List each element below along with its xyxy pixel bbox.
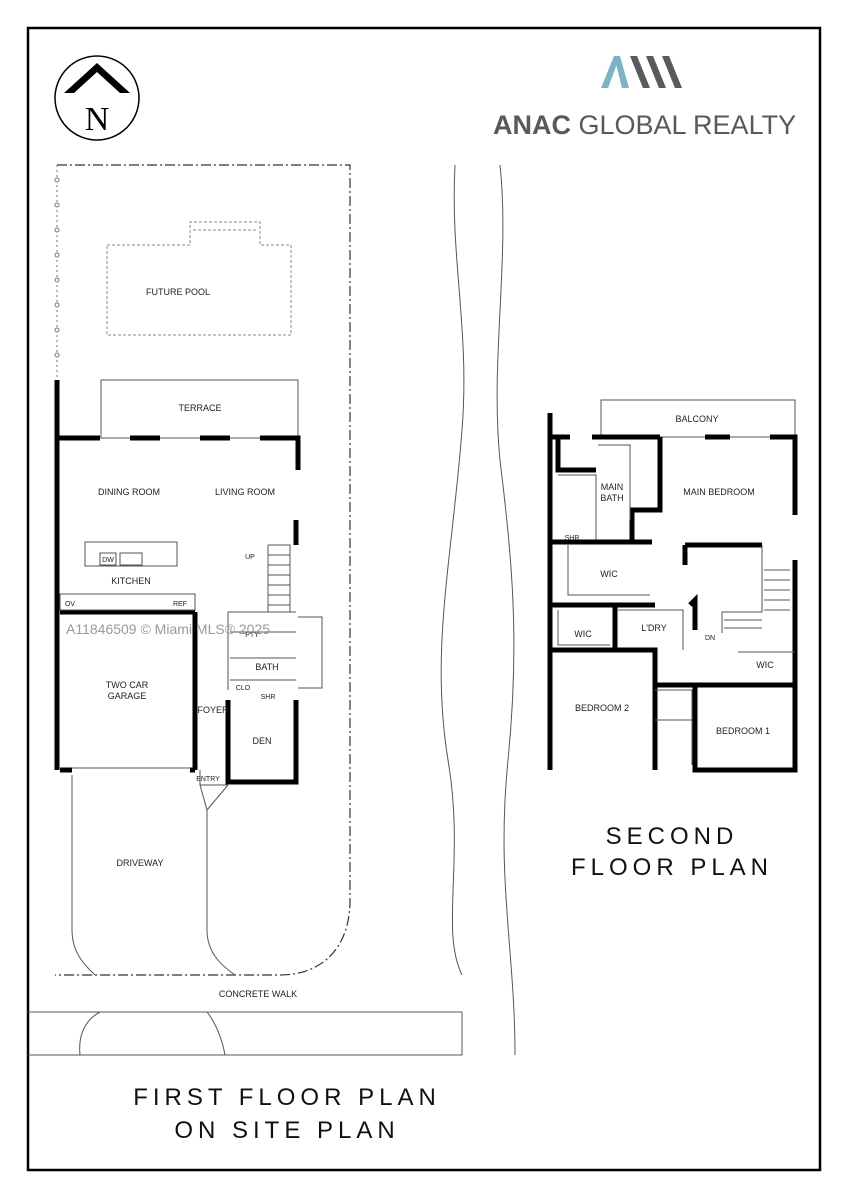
balcony [600, 399, 796, 438]
label-foyer: FOYER [197, 705, 229, 715]
label-shr: SHR [261, 694, 276, 701]
site-boundary [54, 164, 351, 976]
label-bath: BATH [255, 662, 278, 672]
label-terrace: TERRACE [178, 403, 221, 413]
mls-watermark: A11846509 © Miami MLS® 2025 [66, 621, 270, 637]
label-concrete-walk: CONCRETE WALK [219, 989, 297, 999]
label-kitchen: KITCHEN [111, 576, 151, 586]
label-wic-bedroom-1: WIC [756, 660, 774, 670]
label-main-bath: MAIN [601, 482, 624, 492]
label-pty: PTY [245, 632, 259, 639]
label-main-bath-2: BATH [600, 493, 623, 503]
driveway-and-walk: DRIVEWAY CONCRETE WALK [28, 775, 463, 1056]
north-arrow-icon: N [54, 55, 140, 141]
label-main-bedroom: MAIN BEDROOM [683, 487, 755, 497]
logo-mark-icon [601, 56, 682, 88]
label-dn: DN [705, 635, 715, 642]
label-clo: CLO [236, 685, 251, 692]
label-garage-2: GARAGE [108, 691, 147, 701]
label-driveway: DRIVEWAY [116, 858, 163, 868]
label-entry: ENTRY [196, 776, 220, 783]
label-future-pool: FUTURE POOL [146, 287, 210, 297]
second-floor-title: SECOND [606, 823, 739, 850]
label-bedroom-1: BEDROOM 1 [716, 726, 770, 736]
label-bedroom-2: BEDROOM 2 [575, 703, 629, 713]
label-balcony: BALCONY [675, 414, 718, 424]
second-floor-plan: BALCONY MAIN BATH SHR MAIN BEDROOM WIC W… [547, 399, 798, 773]
label-laundry: L'DRY [641, 623, 667, 633]
label-living-room: LIVING ROOM [215, 487, 275, 497]
label-garage: TWO CAR [106, 680, 149, 690]
label-up: UP [245, 554, 255, 561]
label-dw: DW [102, 557, 114, 564]
label-den: DEN [252, 736, 271, 746]
first-floor-title-2: ON SITE PLAN [174, 1117, 399, 1144]
label-wic-bedroom-2: WIC [574, 629, 592, 639]
future-pool: FUTURE POOL [106, 221, 292, 336]
north-letter: N [85, 101, 110, 138]
road-lines [440, 164, 516, 1056]
first-floor-title: FIRST FLOOR PLAN [133, 1084, 441, 1111]
label-dining-room: DINING ROOM [98, 487, 160, 497]
label-shr-2: SHR [565, 535, 580, 542]
label-ref: REF [173, 601, 187, 608]
terrace [100, 379, 299, 439]
brand-name: ANAC GLOBAL REALTY [493, 110, 796, 140]
label-wic-main: WIC [600, 569, 618, 579]
first-floor-plan: TERRACE DINING ROOM LIVING ROOM KITCHEN … [54, 379, 323, 786]
brand-logo: ANAC GLOBAL REALTY [493, 56, 796, 140]
label-ov: OV [65, 601, 75, 608]
sheet-border [26, 26, 822, 1172]
second-floor-title-2: FLOOR PLAN [571, 854, 773, 881]
